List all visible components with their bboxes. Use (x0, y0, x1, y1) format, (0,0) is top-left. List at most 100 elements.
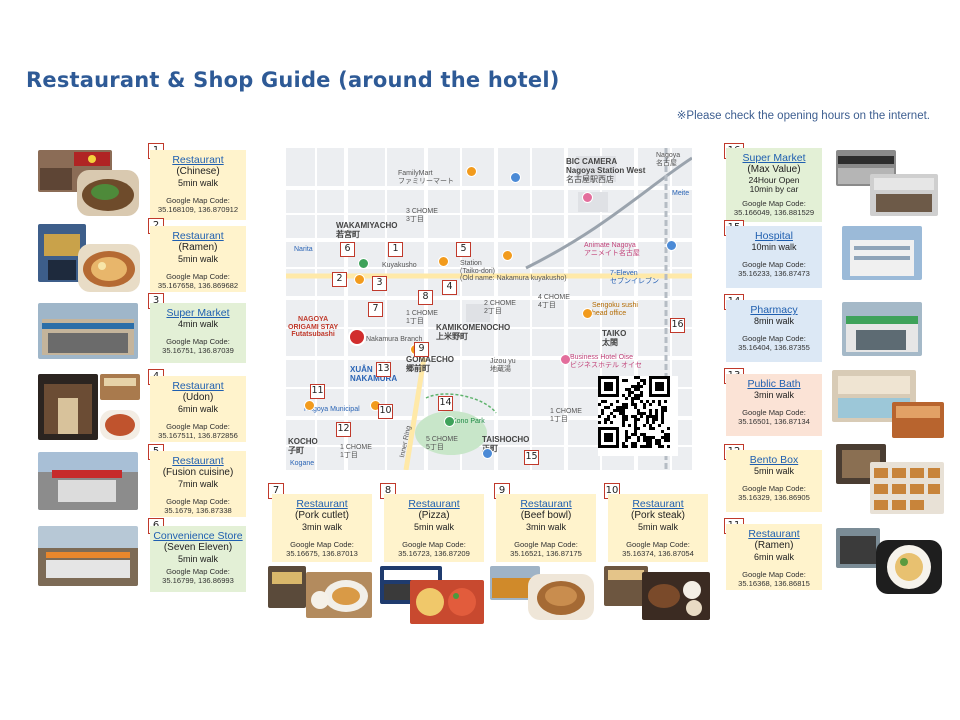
map-marker-1[interactable]: 1 (388, 242, 403, 257)
map-marker-7[interactable]: 7 (368, 302, 383, 317)
map-pin-icon[interactable] (582, 308, 593, 319)
map-marker-9[interactable]: 9 (414, 342, 429, 357)
map-pin-icon[interactable] (354, 274, 365, 285)
place-card-1: Restaurant (Chinese) 5min walk Google Ma… (150, 150, 246, 220)
photo-place-9b (528, 574, 594, 620)
place-link-16[interactable]: Super Market (742, 152, 806, 164)
map-pin-icon[interactable] (304, 400, 315, 411)
map-pin-icon[interactable] (582, 192, 593, 203)
place-link-10[interactable]: Restaurant (632, 498, 684, 510)
opening-hours-note: ※Please check the opening hours on the i… (676, 110, 930, 122)
map-marker-16[interactable]: 16 (670, 318, 685, 333)
photo-place-6 (38, 526, 138, 586)
place-link-4[interactable]: Restaurant (172, 380, 224, 392)
map-pin-icon[interactable] (358, 258, 369, 269)
place-link-11[interactable]: Restaurant (748, 528, 800, 540)
map-pin-icon[interactable] (482, 448, 493, 459)
map-marker-4[interactable]: 4 (442, 280, 457, 295)
photo-place-2b (78, 244, 140, 292)
map-marker-12[interactable]: 12 (336, 422, 351, 437)
map-marker-6[interactable]: 6 (340, 242, 355, 257)
qr-code[interactable] (598, 376, 678, 456)
qr-code-pattern (598, 376, 670, 448)
map-marker-3[interactable]: 3 (372, 276, 387, 291)
map-marker-11[interactable]: 11 (310, 384, 325, 399)
map-pin-icon[interactable] (560, 354, 571, 365)
photo-place-3 (38, 303, 138, 359)
map-label-nakamura-branch: Nakamura Branch (366, 336, 423, 343)
map-pin-icon[interactable] (438, 256, 449, 267)
place-link-1[interactable]: Restaurant (172, 154, 224, 166)
place-link-9[interactable]: Restaurant (520, 498, 572, 510)
photo-place-15 (842, 226, 922, 280)
photo-place-12b (870, 462, 944, 514)
map-marker-13[interactable]: 13 (376, 362, 391, 377)
map-marker-15[interactable]: 15 (524, 450, 539, 465)
map-label-municipal: Nagoya Municipal (304, 406, 360, 413)
place-card-14: Pharmacy 8min walk Google Map Code: 35.1… (726, 300, 822, 362)
photo-place-1b (77, 170, 139, 216)
place-card-6: Convenience Store (Seven Eleven) 5min wa… (150, 526, 246, 592)
photo-place-10a (604, 566, 648, 606)
map-label-meitetsu: Meite (672, 190, 690, 197)
place-link-7[interactable]: Restaurant (296, 498, 348, 510)
place-link-5[interactable]: Restaurant (172, 455, 224, 467)
place-card-15: Hospital 10min walk Google Map Code: 35.… (726, 226, 822, 288)
map-pin-icon[interactable] (502, 250, 513, 261)
place-link-6[interactable]: Convenience Store (153, 530, 243, 542)
map-marker-8[interactable]: 8 (418, 290, 433, 305)
place-card-16: Super Market (Max Value) 24Hour Open 10m… (726, 148, 822, 222)
hotel-pin-icon[interactable] (348, 328, 366, 346)
map-marker-10[interactable]: 10 (378, 404, 393, 419)
map-marker-5[interactable]: 5 (456, 242, 471, 257)
map-marker-2[interactable]: 2 (332, 272, 347, 287)
place-link-2[interactable]: Restaurant (172, 230, 224, 242)
place-card-13: Public Bath 3min walk Google Map Code: 3… (726, 374, 822, 436)
place-link-8[interactable]: Restaurant (408, 498, 460, 510)
place-link-12[interactable]: Bento Box (749, 454, 799, 466)
place-link-15[interactable]: Hospital (755, 230, 793, 242)
photo-place-13b (892, 402, 944, 438)
photo-place-16b (870, 174, 938, 216)
place-link-3[interactable]: Super Market (166, 307, 230, 319)
photo-place-10b (642, 572, 710, 620)
page-title: Restaurant & Shop Guide (around the hote… (26, 68, 560, 92)
place-link-14[interactable]: Pharmacy (750, 304, 798, 316)
photo-place-4c (100, 410, 140, 440)
place-card-9: Restaurant (Beef bowl) 3min walk Google … (496, 494, 596, 562)
place-card-5: Restaurant (Fusion cuisine) 7min walk Go… (150, 451, 246, 517)
place-link-13[interactable]: Public Bath (747, 378, 801, 390)
map-pin-icon[interactable] (510, 172, 521, 183)
place-card-3: Super Market 4min walk Google Map Code: … (150, 303, 246, 363)
map-marker-14[interactable]: 14 (438, 396, 453, 411)
map-label-kuyakusho: Kuyakusho (382, 262, 417, 269)
map-pin-icon[interactable] (666, 240, 677, 251)
map-pin-icon[interactable] (466, 166, 477, 177)
place-card-11: Restaurant (Ramen) 6min walk Google Map … (726, 524, 822, 590)
map-label-station: Station(Taiko-dori)(Old name: Nakamura k… (460, 260, 567, 283)
photo-place-11b (876, 540, 942, 594)
map-pin-icon[interactable] (444, 416, 455, 427)
map-label-kogane: Kogane (290, 460, 315, 467)
photo-place-8b (410, 580, 484, 624)
